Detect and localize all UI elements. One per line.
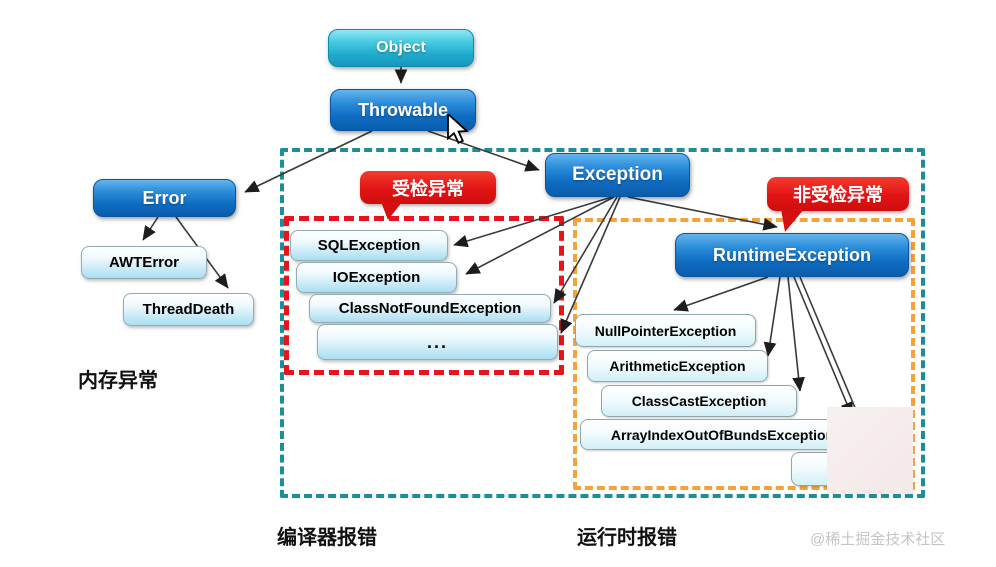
node-thread-death: ThreadDeath: [123, 293, 254, 326]
node-runtime-exception: RuntimeException: [675, 233, 909, 277]
checked-callout-tail: [381, 202, 402, 220]
unchecked-callout-tail: [781, 209, 804, 232]
node-class-not-found-exception: ClassNotFoundException: [309, 294, 551, 323]
node-error: Error: [93, 179, 236, 217]
node-null-pointer-exception: NullPointerException: [575, 314, 756, 347]
caption-compiler-error: 编译器报错: [277, 527, 377, 549]
caption-runtime-error: 运行时报错: [577, 527, 677, 549]
obscured-patch-overlay: [827, 407, 913, 494]
node-object: Object: [328, 29, 474, 67]
all-exceptions-container: [280, 148, 925, 498]
node-arithmetic-exception: ArithmeticException: [587, 350, 768, 382]
node-awt-error: AWTError: [81, 246, 207, 279]
node-checked-ellipsis: ...: [317, 324, 558, 360]
watermark: @稀土掘金技术社区: [810, 531, 946, 548]
node-sql-exception: SQLException: [290, 230, 448, 261]
checked-exception-callout: 受检异常: [360, 171, 496, 204]
node-io-exception: IOException: [296, 262, 457, 293]
node-exception: Exception: [545, 153, 690, 197]
unchecked-exception-callout: 非受检异常: [767, 177, 909, 211]
mouse-cursor-icon: [447, 114, 469, 144]
node-class-cast-exception: ClassCastException: [601, 385, 797, 417]
caption-memory-exception: 内存异常: [78, 370, 158, 392]
node-array-index-exception: ArrayIndexOutOfBundsException: [580, 419, 865, 450]
